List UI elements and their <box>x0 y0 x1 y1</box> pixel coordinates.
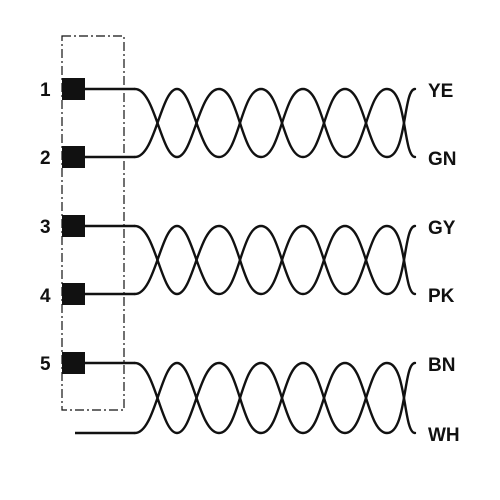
twisted-pair-3-wire-a <box>133 361 417 435</box>
wire-color-code-2b: PK <box>428 286 455 307</box>
wire-color-code-2a: GY <box>428 218 456 239</box>
wire-color-code-1a: YE <box>428 81 453 102</box>
pin-number-2: 2 <box>40 148 51 169</box>
twisted-pair-2-wire-a <box>133 224 417 296</box>
pin-number-3: 3 <box>40 217 51 238</box>
wire-color-code-3a: BN <box>428 355 455 376</box>
pin-contact-2 <box>62 146 85 168</box>
pin-contact-5 <box>62 352 85 374</box>
pin-number-5: 5 <box>40 354 51 375</box>
pin-number-1: 1 <box>40 80 51 101</box>
pin-contact-4 <box>62 283 85 305</box>
pin-number-4: 4 <box>40 286 51 307</box>
twisted-pair-1-wire-a <box>133 87 417 159</box>
twisted-pair-3-wire-b <box>133 361 417 435</box>
wire-color-code-1b: GN <box>428 149 457 170</box>
twisted-pair-1-wire-b <box>133 87 417 159</box>
wire-color-code-3b: WH <box>428 425 460 446</box>
pin-contact-1 <box>62 78 85 100</box>
twisted-pair-2-wire-b <box>133 224 417 296</box>
pin-contact-3 <box>62 215 85 237</box>
